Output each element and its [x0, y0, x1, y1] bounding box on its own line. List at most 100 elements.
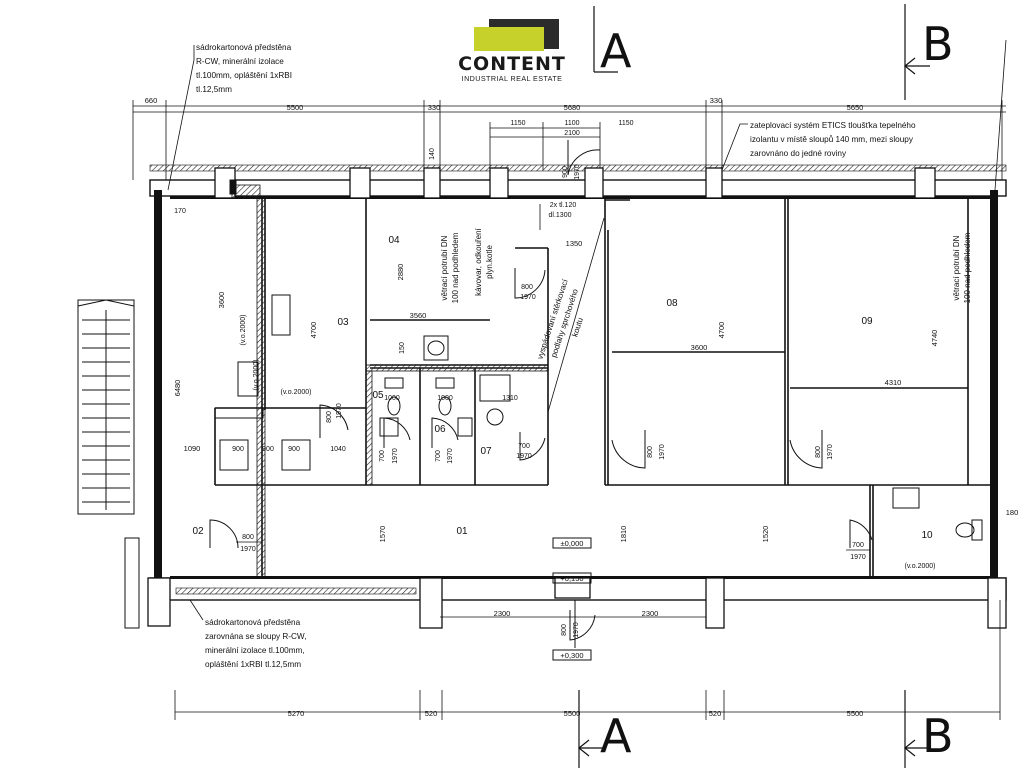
dim-4700-08: 4700 — [717, 322, 726, 339]
dim-900a: 900 — [232, 446, 244, 453]
level-300: +0,300 — [560, 651, 583, 660]
door-height: 1970 — [850, 554, 866, 561]
fixtures — [214, 179, 983, 541]
ceiling-height-c: (v.o.2000) — [281, 389, 312, 396]
ceiling-height-b: (v.o.2000) — [253, 360, 260, 391]
dim-1000b: 1000 — [437, 395, 453, 402]
room-label-03: 03 — [337, 317, 349, 328]
ceiling-height-10: (v.o.2000) — [905, 563, 936, 570]
door-width: 800 — [815, 446, 822, 458]
dim-900c: 900 — [288, 446, 300, 453]
door-height: 1970 — [574, 164, 581, 180]
door-label-entrance: 900 1970 — [562, 164, 581, 180]
door-label-06: 700 1970 — [435, 448, 454, 464]
ceiling-height-a: (v.o.2000) — [240, 315, 247, 346]
room-label-10: 10 — [921, 530, 933, 541]
section-marker-b-bottom — [904, 690, 928, 768]
section-marker-a-bottom — [578, 690, 603, 768]
note-vent-09: větrací potrubí DN 100 nad podhledem — [952, 232, 972, 303]
room-label-02: 02 — [192, 526, 204, 537]
note-line: zarovnána se sloupy R-CW, — [205, 632, 306, 641]
door-height: 1970 — [573, 622, 580, 638]
dim-bottom-2300b: 2300 — [642, 609, 659, 618]
dim-top-330b: 330 — [710, 96, 723, 105]
note-line: větrací potrubí DN — [952, 235, 961, 300]
company-logo: CONTENT INDUSTRIAL REAL ESTATE — [458, 19, 566, 83]
room-label-08: 08 — [666, 298, 678, 309]
dim-4700-03: 4700 — [309, 322, 318, 339]
room-label-04: 04 — [388, 235, 400, 246]
section-marker-b-top — [904, 4, 930, 100]
room-label-01: 01 — [456, 526, 468, 537]
door-height: 1970 — [659, 444, 666, 460]
room-label-06: 06 — [434, 424, 446, 435]
dim-140: 140 — [429, 148, 436, 160]
door-width: 700 — [379, 450, 386, 462]
dim-150: 150 — [399, 342, 406, 354]
note-line: R-CW, minerální izolace — [196, 57, 284, 66]
door-height: 1970 — [392, 448, 399, 464]
leader-line — [189, 599, 204, 621]
note-line: opláštění 1xRBI tl.12,5mm — [205, 660, 301, 669]
dim-1040: 1040 — [330, 446, 346, 453]
door-label-02: 800 1970 — [236, 534, 262, 553]
note-line: 100 nad podhledem — [451, 232, 460, 303]
dim-900b: 900 — [262, 446, 274, 453]
note-etics: zateplovací systém ETICS tloušťka tepeln… — [721, 121, 916, 171]
door-height: 1970 — [516, 453, 532, 460]
door-label-main: 800 1970 — [561, 622, 580, 638]
note-line: izolantu v místě sloupů 140 mm, mezi slo… — [750, 134, 914, 144]
dim-top-660: 660 — [145, 96, 158, 105]
dim-top-5650: 5650 — [847, 103, 864, 112]
dim-1000a: 1000 — [384, 395, 400, 402]
door-width: 900 — [562, 166, 569, 178]
door-label-05: 700 1970 — [379, 448, 399, 464]
dim-top-1150b: 1150 — [618, 120, 633, 127]
room-label-09: 09 — [861, 316, 873, 327]
door-width: 700 — [518, 443, 530, 450]
door-label-10: 700 1970 — [846, 542, 870, 561]
dim-3600-03: 3600 — [217, 292, 226, 309]
section-label-b-bottom: B — [922, 709, 954, 763]
window-count: 2x tl.120 — [550, 202, 577, 209]
interior-walls — [214, 198, 990, 578]
note-partition-top: sádrokartonová předstěna R-CW, minerální… — [167, 43, 292, 191]
leader-line — [167, 45, 195, 191]
door-width: 700 — [435, 450, 442, 462]
dim-1570: 1570 — [378, 526, 387, 543]
note-line: tl.12,5mm — [196, 85, 232, 94]
section-label-a-top: A — [600, 24, 632, 78]
dim-top-2100: 2100 — [564, 130, 580, 137]
dim-top-5500: 5500 — [287, 103, 304, 112]
note-line: kávovar, odkouření — [474, 227, 483, 295]
note-partition-bottom: sádrokartonová předstěna zarovnána se sl… — [189, 599, 306, 669]
dim-4740: 4740 — [930, 330, 939, 347]
note-coffee: kávovar, odkouření plyn.kotle — [474, 227, 494, 295]
structural-columns — [147, 167, 1007, 629]
dim-4310: 4310 — [885, 378, 902, 387]
note-line: koutu — [570, 317, 585, 338]
dim-top-330a: 330 — [428, 103, 441, 112]
level-150: +0,150 — [560, 574, 583, 583]
logo-word: CONTENT — [458, 53, 566, 75]
dim-180: 180 — [1006, 508, 1019, 517]
dim-bottom-520a: 520 — [425, 709, 438, 718]
dim-bottom-5500r: 5500 — [847, 709, 864, 718]
room-label-05: 05 — [372, 390, 384, 401]
bottom-dimension-lines — [174, 600, 1001, 720]
dim-1310: 1310 — [502, 395, 518, 402]
level-000: ±0,000 — [561, 539, 584, 548]
exterior-walls — [149, 164, 1007, 601]
note-line: 100 nad podhledem — [963, 232, 972, 303]
level-markers — [552, 537, 592, 661]
dim-top-1100: 1100 — [564, 120, 579, 127]
dim-top-5680: 5680 — [564, 103, 581, 112]
dim-2880: 2880 — [396, 264, 405, 281]
door-label-04: 800 1970 — [520, 284, 536, 301]
door-height: 1970 — [240, 546, 256, 553]
dim-bottom-5500: 5500 — [564, 709, 581, 718]
exterior-staircase — [77, 299, 140, 629]
door-height: 1970 — [336, 403, 343, 419]
note-line: minerální izolace tl.100mm, — [205, 646, 305, 655]
note-vent-04: větrací potrubí DN 100 nad podhledem — [440, 232, 460, 303]
